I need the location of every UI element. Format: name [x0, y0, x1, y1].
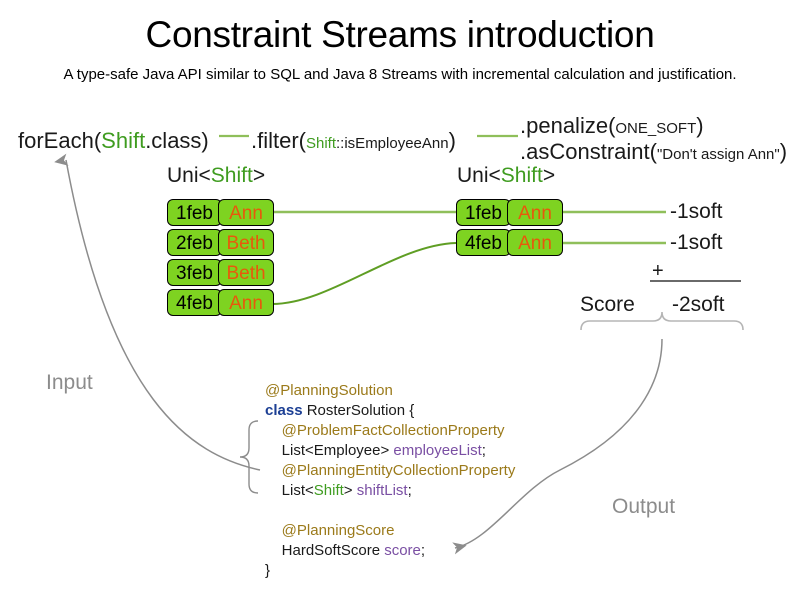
tuple-date-cell: 1feb	[167, 199, 222, 226]
as-constraint-prefix: .asConstraint(	[520, 139, 657, 164]
code-token: ;	[420, 542, 426, 559]
uni-right-type: Shift	[500, 164, 543, 187]
code-line: @PlanningEntityCollectionProperty	[265, 461, 516, 481]
code-token: List<Employee>	[281, 442, 394, 459]
filter-method: ::isEmployeeAnn	[336, 135, 449, 152]
code-line: List<Shift> shiftList;	[265, 481, 515, 501]
code-token: employeeList	[393, 442, 482, 459]
score-label: Score	[580, 293, 635, 316]
tuple-employee-cell: Ann	[218, 289, 274, 316]
stream-label-right: Uni<Shift>	[457, 164, 555, 188]
output-label: Output	[612, 495, 676, 518]
code-token: HardSoftScore	[281, 542, 385, 559]
page-title: Constraint Streams introduction	[145, 14, 655, 55]
tuple-date-cell: 4feb	[167, 289, 222, 316]
tuple-employee-cell: Ann	[218, 199, 274, 226]
code-token: @PlanningEntityCollectionProperty	[281, 462, 516, 479]
uni-right-prefix: Uni<	[457, 164, 501, 187]
code-token: shiftList	[356, 482, 408, 499]
pipeline-filter: .filter(Shift::isEmployeeAnn)	[251, 128, 456, 154]
code-line: class RosterSolution {	[265, 401, 515, 421]
code-line: @PlanningScore	[265, 521, 515, 541]
uni-right-suffix: >	[542, 164, 556, 187]
code-token: Shift	[313, 482, 344, 499]
code-line: }	[265, 561, 515, 581]
uni-left-prefix: Uni<	[167, 164, 211, 187]
pipeline-foreach: forEach(Shift.class)	[18, 128, 209, 154]
code-token: }	[265, 562, 271, 579]
as-constraint-suffix: )	[779, 139, 788, 164]
tuple-date-cell: 4feb	[456, 229, 511, 256]
score-total-value: -2soft	[672, 293, 725, 316]
penalty-value-1: -1soft	[670, 200, 723, 223]
penalize-suffix: )	[696, 113, 704, 138]
foreach-type: Shift	[101, 128, 146, 153]
code-line	[265, 501, 515, 521]
code-token: List<	[281, 482, 314, 499]
code-token: RosterSolution {	[306, 402, 415, 419]
page-subtitle: A type-safe Java API similar to SQL and …	[63, 66, 737, 83]
tuple-employee-cell: Beth	[218, 259, 274, 286]
input-label: Input	[46, 371, 93, 394]
code-line: HardSoftScore score;	[265, 541, 515, 561]
filter-prefix: .filter(	[251, 128, 306, 153]
code-token: ;	[481, 442, 486, 459]
filter-suffix: )	[448, 128, 456, 153]
penalize-arg: ONE_SOFT	[615, 120, 697, 137]
tuple-employee-cell: Ann	[507, 229, 563, 256]
code-token: class	[265, 402, 307, 419]
pipeline-penalize: .penalize(ONE_SOFT)	[520, 113, 704, 139]
as-constraint-arg: "Don't assign Ann"	[656, 146, 780, 163]
code-line: List<Employee> employeeList;	[265, 441, 515, 461]
code-token: score	[384, 542, 421, 559]
code-line: @ProblemFactCollectionProperty	[265, 421, 515, 441]
code-token: >	[343, 482, 357, 499]
sum-operator: +	[652, 260, 664, 282]
penalty-value-2: -1soft	[670, 231, 723, 254]
tuple-date-cell: 1feb	[456, 199, 511, 226]
tuple-employee-cell: Ann	[507, 199, 563, 226]
uni-left-suffix: >	[252, 164, 266, 187]
filter-type: Shift	[306, 135, 337, 152]
code-line: @PlanningSolution	[265, 381, 515, 401]
code-fields-brace	[239, 420, 259, 494]
code-token: ;	[407, 482, 412, 499]
foreach-suffix: .class)	[145, 128, 209, 153]
code-token: @PlanningScore	[281, 522, 395, 539]
foreach-prefix: forEach(	[18, 128, 102, 153]
tuple-date-cell: 2feb	[167, 229, 222, 256]
uni-left-type: Shift	[210, 164, 253, 187]
code-token: @ProblemFactCollectionProperty	[281, 422, 505, 439]
code-token: @PlanningSolution	[265, 382, 393, 399]
penalize-prefix: .penalize(	[520, 113, 616, 138]
stream-label-left: Uni<Shift>	[167, 164, 265, 188]
tuple-employee-cell: Beth	[218, 229, 274, 256]
tuple-date-cell: 3feb	[167, 259, 222, 286]
stream-curve-4feb	[271, 242, 457, 305]
pipeline-as-constraint: .asConstraint("Don't assign Ann")	[520, 139, 787, 165]
